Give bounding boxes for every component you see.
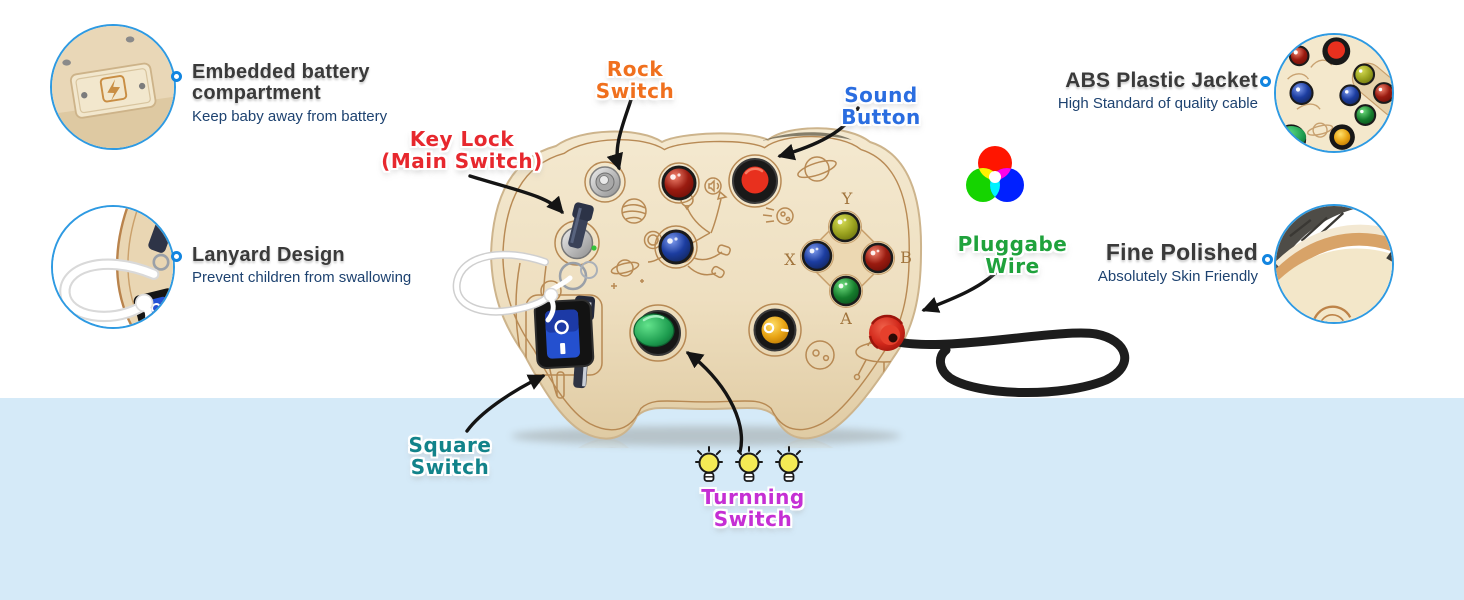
meteor-engraving bbox=[762, 207, 794, 225]
label-rock-switch: Rock Switch bbox=[595, 57, 675, 103]
dark-fabric-edge bbox=[1276, 206, 1369, 271]
lanyard-cord bbox=[452, 250, 573, 323]
small-saturn-engraving bbox=[610, 259, 644, 289]
label-pluggable-wire: Pluggabe Wire bbox=[957, 232, 1068, 278]
lanyard-inset bbox=[51, 205, 175, 329]
button-letter-x: X bbox=[784, 250, 796, 269]
label-key-lock-line1: Key Lock bbox=[409, 127, 515, 151]
round-rocker-switch bbox=[753, 308, 797, 352]
bulb-icon bbox=[735, 446, 763, 482]
busy-board-controller: Y X B A bbox=[452, 127, 1130, 440]
red-plug bbox=[868, 314, 905, 351]
led-b-red bbox=[862, 242, 894, 274]
label-key-lock: Key Lock (Main Switch) bbox=[377, 128, 547, 172]
lock-indicator-led bbox=[591, 245, 597, 251]
battery-cover-plate bbox=[69, 62, 157, 119]
callout-battery-title: Embedded battery compartment bbox=[192, 61, 370, 105]
abs-jacket-inset bbox=[1274, 33, 1394, 153]
led-a-green bbox=[830, 275, 862, 307]
xyab-cluster: Y X B A bbox=[784, 189, 912, 328]
planet2-engraving bbox=[805, 340, 835, 370]
callout-battery: Embedded battery compartment Keep baby a… bbox=[192, 61, 397, 125]
connector-dot bbox=[1262, 254, 1273, 265]
callout-fine-title: Fine Polished bbox=[1105, 239, 1258, 265]
connector-dot bbox=[171, 71, 182, 82]
callout-abs-subtitle: High Standard of quality cable bbox=[1057, 95, 1258, 113]
black-cable bbox=[893, 328, 1130, 398]
button-letter-b: B bbox=[900, 248, 912, 267]
square-switch bbox=[533, 299, 595, 369]
label-square-switch: Square Switch bbox=[408, 433, 492, 479]
bulb-icon bbox=[695, 446, 723, 482]
fine-polished-inset bbox=[1274, 204, 1394, 324]
controller-body bbox=[489, 127, 923, 440]
bulb-icon bbox=[775, 446, 803, 482]
callout-fine-subtitle: Absolutely Skin Friendly bbox=[1097, 267, 1258, 285]
callout-battery-subtitle: Keep baby away from battery bbox=[192, 107, 388, 125]
lightning-bolt-icon bbox=[107, 79, 121, 101]
led-top-red bbox=[661, 165, 697, 201]
label-turning-switch: Turnning Switch bbox=[701, 485, 805, 531]
turning-switch bbox=[633, 310, 681, 356]
connector-dot bbox=[171, 251, 182, 262]
label-sound-button: Sound Button bbox=[841, 83, 921, 129]
rgb-color-icon bbox=[966, 146, 1024, 202]
button-letter-y: Y bbox=[841, 189, 853, 208]
led-y-olive bbox=[829, 211, 861, 243]
rock-switch bbox=[589, 166, 621, 198]
inset-leds bbox=[1288, 37, 1392, 126]
led-center-blue bbox=[658, 229, 694, 265]
callout-lanyard-subtitle: Prevent children from swallowing bbox=[192, 269, 412, 287]
arrow-pluggable-wire bbox=[921, 264, 1004, 313]
callout-fine-polished: Fine Polished Absolutely Skin Friendly bbox=[998, 240, 1258, 285]
arrow-rock-switch bbox=[606, 88, 636, 171]
arrow-sound-button bbox=[777, 106, 860, 161]
keyring bbox=[558, 261, 588, 291]
planet-engraving bbox=[621, 198, 647, 224]
arrow-turning-switch bbox=[685, 351, 744, 454]
label-key-lock-line2: (Main Switch) bbox=[381, 149, 543, 173]
arrow-key-lock bbox=[468, 174, 564, 215]
bulb-icons bbox=[695, 446, 803, 482]
connector-dot bbox=[1260, 76, 1271, 87]
rock-switch-recess bbox=[584, 161, 626, 203]
arrow-square-switch bbox=[465, 374, 546, 433]
button-letter-a: A bbox=[839, 309, 852, 328]
controller-shadow bbox=[511, 426, 901, 446]
sound-button bbox=[732, 158, 778, 204]
callout-abs-title: ABS Plastic Jacket bbox=[1065, 69, 1258, 92]
speaker-engraving bbox=[704, 177, 722, 195]
led-x-blue bbox=[801, 240, 833, 272]
callout-lanyard-title: Lanyard Design bbox=[192, 244, 345, 266]
saturn-engraving bbox=[797, 156, 837, 182]
battery-compartment-inset bbox=[50, 24, 176, 150]
annotation-arrows bbox=[465, 88, 1004, 454]
callout-abs-jacket: ABS Plastic Jacket High Standard of qual… bbox=[998, 69, 1258, 113]
callout-lanyard: Lanyard Design Prevent children from swa… bbox=[192, 244, 432, 287]
